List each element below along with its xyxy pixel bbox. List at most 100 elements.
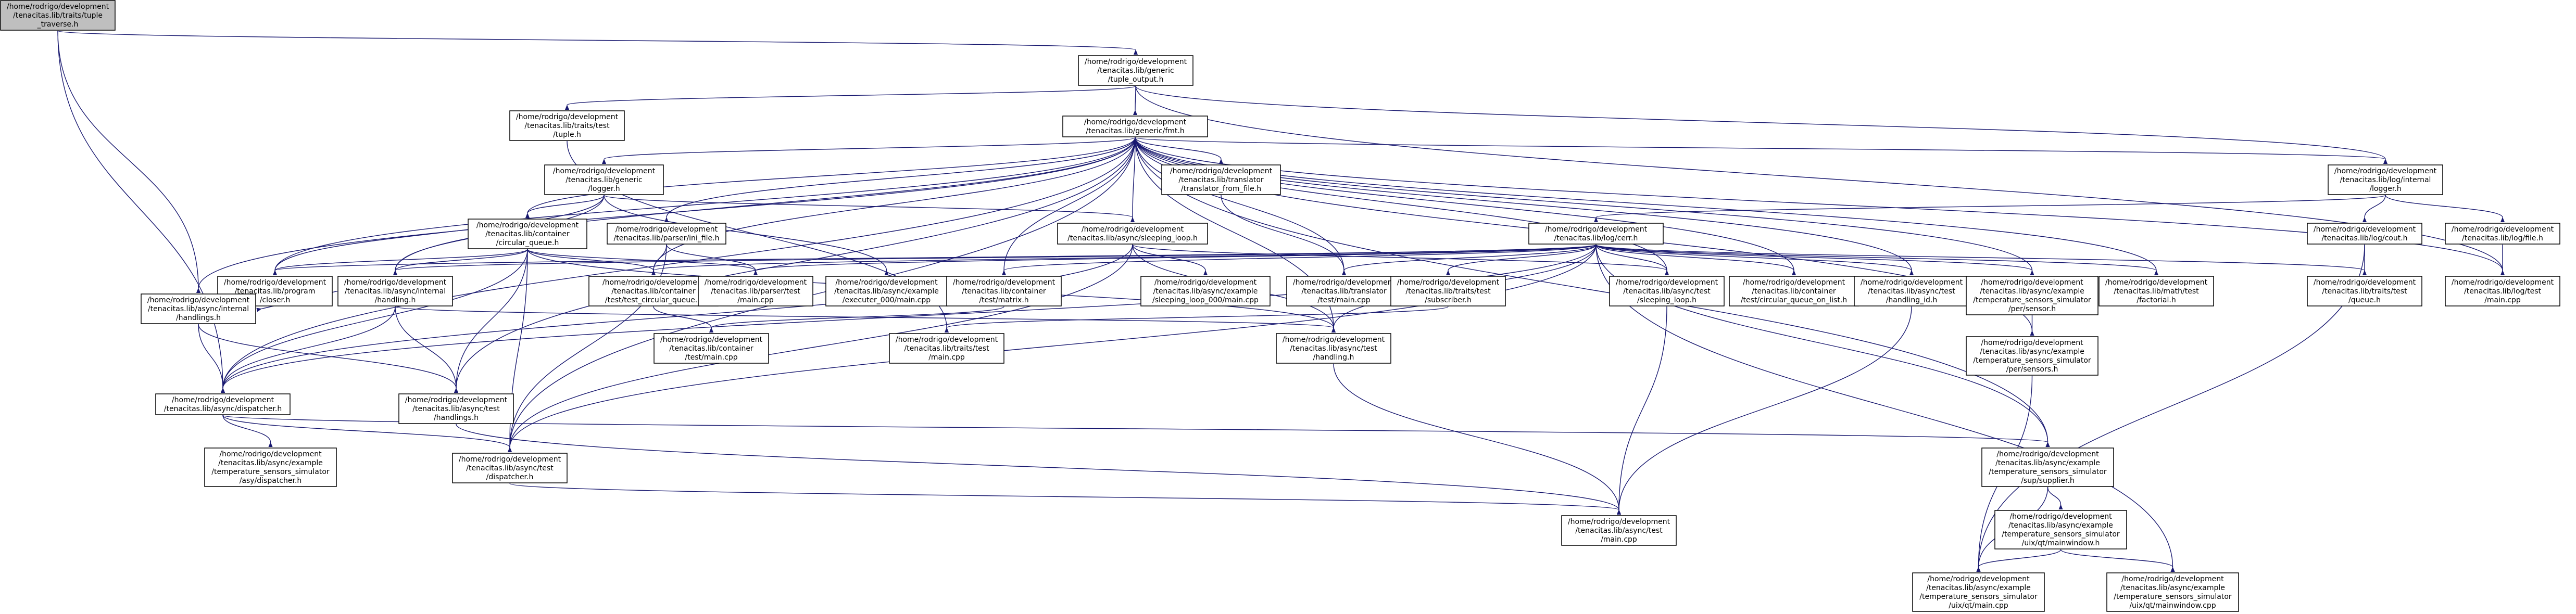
include-edge xyxy=(272,249,528,276)
file-path-line: /tenacitas.lib/log/internal xyxy=(2340,176,2431,184)
file-node[interactable]: /home/rodrigo/development/tenacitas.lib/… xyxy=(0,0,116,31)
edge-group xyxy=(1135,137,2505,276)
file-node[interactable]: /home/rodrigo/development/tenacitas.lib/… xyxy=(1390,276,1506,306)
file-node[interactable]: /home/rodrigo/development/tenacitas.lib/… xyxy=(1286,276,1402,306)
edge-group xyxy=(1135,137,2050,447)
file-node[interactable]: /home/rodrigo/development/tenacitas.lib/… xyxy=(825,276,948,306)
file-node-box xyxy=(1966,276,2099,315)
file-node[interactable]: /home/rodrigo/development/tenacitas.lib/… xyxy=(337,276,453,306)
file-node[interactable]: /home/rodrigo/development/tenacitas.lib/… xyxy=(1078,55,1193,86)
edge-group xyxy=(1135,137,1224,164)
edge-group xyxy=(709,306,1004,333)
file-node-box xyxy=(2099,276,2214,306)
file-path-line: /tenacitas.lib/traits/tuple xyxy=(13,11,103,20)
file-node[interactable]: /home/rodrigo/development/tenacitas.lib/… xyxy=(654,333,769,364)
file-node-box xyxy=(1140,276,1271,306)
include-edge xyxy=(604,195,889,276)
file-node[interactable]: /home/rodrigo/development/tenacitas.lib/… xyxy=(2307,223,2422,245)
file-node[interactable]: /home/rodrigo/development/tenacitas.lib/… xyxy=(2445,276,2560,306)
file-node[interactable]: /home/rodrigo/development/tenacitas.lib/… xyxy=(1912,572,2045,612)
file-path-line: /tenacitas.lib/async/example xyxy=(2008,521,2113,530)
include-edge xyxy=(220,244,1597,393)
file-node[interactable]: /home/rodrigo/development/tenacitas.lib/… xyxy=(889,333,1004,364)
file-path-line: /uix/qt/mainwindow.cpp xyxy=(2129,602,2216,610)
file-node[interactable]: /home/rodrigo/development/tenacitas.lib/… xyxy=(1609,276,1725,306)
file-node[interactable]: /home/rodrigo/development/tenacitas.lib/… xyxy=(1140,276,1271,306)
edge-group xyxy=(1595,244,2159,276)
file-node[interactable]: /home/rodrigo/development/tenacitas.lib/… xyxy=(1994,510,2127,549)
file-node-box xyxy=(825,276,948,306)
file-node-box xyxy=(1078,55,1193,86)
file-path-line: /tenacitas.lib/translator xyxy=(1301,287,1387,296)
edge-group xyxy=(1135,137,2034,276)
file-node[interactable]: /home/rodrigo/development/tenacitas.lib/… xyxy=(607,223,726,245)
file-path-line: /home/rodrigo/development xyxy=(553,167,656,175)
include-edge xyxy=(220,306,396,393)
file-node[interactable]: /home/rodrigo/development/tenacitas.lib/… xyxy=(155,393,291,415)
include-edge xyxy=(1341,244,1597,276)
edge-group xyxy=(454,249,528,393)
edge-group xyxy=(601,137,1136,164)
file-path-line: /sleeping_loop.h xyxy=(1637,296,1697,304)
file-path-line: /home/rodrigo/development xyxy=(476,221,579,229)
file-node[interactable]: /home/rodrigo/development/tenacitas.lib/… xyxy=(1161,164,1281,195)
file-path-line: /home/rodrigo/development xyxy=(344,278,447,287)
file-node[interactable]: /home/rodrigo/development/tenacitas.lib/… xyxy=(1981,447,2114,487)
file-node[interactable]: /home/rodrigo/development/tenacitas.lib/… xyxy=(1062,116,1208,137)
file-node[interactable]: /home/rodrigo/development/tenacitas.lib/… xyxy=(2328,164,2443,195)
edge-group xyxy=(196,137,1136,293)
edge-group xyxy=(1135,137,1914,276)
include-edge xyxy=(1133,85,1137,116)
file-node[interactable]: /home/rodrigo/development/tenacitas.lib/… xyxy=(698,276,813,306)
file-node[interactable]: /home/rodrigo/development/tenacitas.lib/… xyxy=(2307,276,2422,306)
file-node[interactable]: /home/rodrigo/development/tenacitas.lib/… xyxy=(1528,223,1664,245)
include-edge xyxy=(395,306,459,393)
include-edge xyxy=(272,195,605,276)
edge-group xyxy=(1976,549,2062,572)
file-path-line: /tenacitas.lib/async/internal xyxy=(345,287,446,296)
file-path-line: /home/rodrigo/development xyxy=(1084,118,1187,126)
include-edge xyxy=(651,244,667,276)
file-node[interactable]: /home/rodrigo/development/tenacitas.lib/… xyxy=(588,276,719,306)
file-node[interactable]: /home/rodrigo/development/tenacitas.lib/… xyxy=(1966,276,2099,315)
file-path-line: /home/rodrigo/development xyxy=(405,396,508,404)
file-node[interactable]: /home/rodrigo/development/tenacitas.lib/… xyxy=(509,110,625,141)
file-path-line: /home/rodrigo/development xyxy=(1283,336,1385,344)
file-node[interactable]: /home/rodrigo/development/tenacitas.lib/… xyxy=(468,219,587,249)
file-path-line: /dispatcher.h xyxy=(486,473,534,481)
file-node[interactable]: /home/rodrigo/development/tenacitas.lib/… xyxy=(1276,333,1391,364)
file-node[interactable]: /home/rodrigo/development/tenacitas.lib/… xyxy=(2099,276,2214,306)
file-path-line: /tenacitas.lib/async/test xyxy=(1623,287,1711,296)
file-path-line: /tenacitas.lib/generic xyxy=(566,176,642,184)
file-path-line: /sup/supplier.h xyxy=(2021,477,2075,485)
file-node[interactable]: /home/rodrigo/development/tenacitas.lib/… xyxy=(1561,515,1677,546)
file-path-line: /home/rodrigo/development xyxy=(224,278,326,287)
file-node[interactable]: /home/rodrigo/development/tenacitas.lib/… xyxy=(2445,223,2560,245)
include-edge xyxy=(653,306,714,333)
include-edge xyxy=(1130,137,1136,223)
edge-group xyxy=(1595,244,1796,276)
file-node[interactable]: /home/rodrigo/development/tenacitas.lib/… xyxy=(141,293,256,324)
file-node[interactable]: /home/rodrigo/development/tenacitas.lib/… xyxy=(946,276,1062,306)
file-node[interactable]: /home/rodrigo/development/tenacitas.lib/… xyxy=(1854,276,1969,306)
file-node[interactable]: /home/rodrigo/development/tenacitas.lib/… xyxy=(544,164,664,195)
file-path-line: /temperature_sensors_simulator xyxy=(1919,593,2038,601)
file-path-line: /home/rodrigo/development xyxy=(615,225,718,234)
file-node[interactable]: /home/rodrigo/development/tenacitas.lib/… xyxy=(2106,572,2239,612)
file-node[interactable]: /home/rodrigo/development/tenacitas.lib/… xyxy=(1729,276,1859,306)
include-edge xyxy=(222,415,512,453)
file-path-line: /tenacitas.lib/async/example xyxy=(1153,287,1258,296)
edge-group xyxy=(272,137,1136,276)
include-edge xyxy=(1976,244,2365,572)
file-node[interactable]: /home/rodrigo/development/tenacitas.lib/… xyxy=(1966,336,2099,376)
file-path-line: /home/rodrigo/development xyxy=(1981,278,2083,287)
file-node[interactable]: /home/rodrigo/development/tenacitas.lib/… xyxy=(452,453,568,483)
file-path-line: /home/rodrigo/development xyxy=(459,455,561,464)
file-node[interactable]: /home/rodrigo/development/tenacitas.lib/… xyxy=(1057,223,1208,245)
file-node[interactable]: /home/rodrigo/development/tenacitas.lib/… xyxy=(204,447,337,487)
file-node[interactable]: /home/rodrigo/development/tenacitas.lib/… xyxy=(398,393,514,424)
file-path-line: /home/rodrigo/development xyxy=(147,296,250,304)
file-path-line: /test/matrix.h xyxy=(979,296,1028,304)
file-path-line: /home/rodrigo/development xyxy=(2452,278,2554,287)
include-edge xyxy=(1595,244,2367,276)
